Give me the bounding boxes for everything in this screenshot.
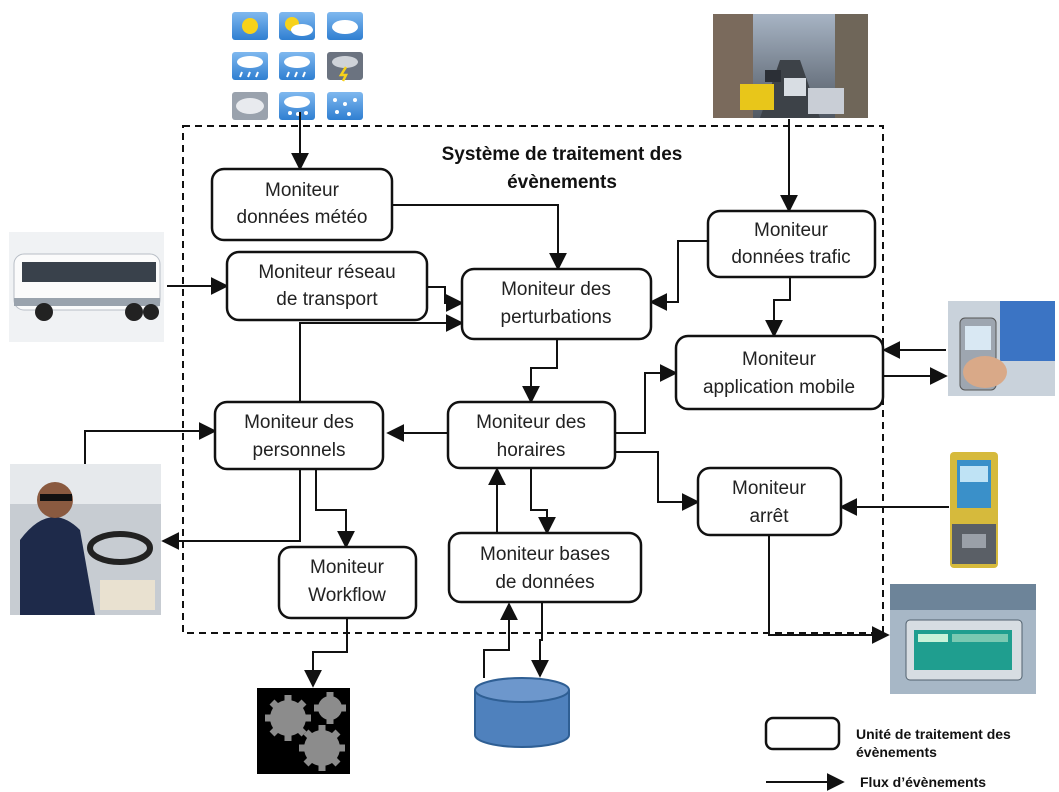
bus-photo	[9, 232, 164, 342]
box-reseau-transport: Moniteur réseau de transport	[225, 250, 429, 322]
box-mobile-line1: Moniteur	[742, 349, 817, 370]
box-personnels-line1: Moniteur des	[244, 412, 354, 433]
traffic-photo	[713, 14, 868, 118]
box-bases-line2: de données	[495, 572, 594, 593]
box-bases-donnees: Moniteur bases de données	[447, 531, 643, 604]
box-meteo-line1: Moniteur	[265, 180, 340, 201]
legend-unit-line2: évènements	[856, 744, 937, 760]
box-bases-line1: Moniteur bases	[480, 544, 610, 565]
box-perturbations-line1: Moniteur des	[501, 279, 611, 300]
box-arret: Moniteur arrêt	[696, 466, 843, 537]
box-perturbations: Moniteur des perturbations	[460, 267, 653, 341]
legend-flow-label: Flux d’évènements	[860, 774, 986, 790]
box-horaires-line2: horaires	[497, 440, 566, 461]
mobile-phone-photo	[948, 301, 1055, 396]
box-trafic-line1: Moniteur	[754, 220, 829, 241]
box-horaires-line1: Moniteur des	[476, 412, 586, 433]
event-flows	[84, 112, 949, 688]
box-horaires: Moniteur des horaires	[446, 400, 617, 470]
box-arret-line2: arrêt	[749, 506, 789, 527]
box-trafic: Moniteur données trafic	[706, 209, 877, 279]
box-reseau-line2: de transport	[276, 289, 378, 310]
weather-icons-image	[232, 12, 363, 120]
box-trafic-line2: données trafic	[731, 247, 850, 268]
box-workflow-line1: Moniteur	[310, 557, 385, 578]
box-workflow-line2: Workflow	[308, 585, 386, 606]
bus-driver-photo	[10, 464, 161, 615]
system-title-line1: Système de traitement des	[442, 144, 683, 165]
box-personnels-line2: personnels	[253, 440, 346, 461]
box-workflow: Moniteur Workflow	[277, 545, 418, 620]
box-personnels: Moniteur des personnels	[213, 400, 385, 471]
box-mobile-line2: application mobile	[703, 377, 855, 398]
box-application-mobile: Moniteur application mobile	[674, 334, 885, 411]
ticket-validator-photo	[950, 452, 998, 568]
legend-unit-line1: Unité de traitement des	[856, 726, 1011, 742]
box-meteo-line2: données météo	[237, 207, 368, 228]
system-title-line2: évènements	[507, 172, 617, 193]
database-cylinder	[474, 677, 570, 748]
box-arret-line1: Moniteur	[732, 478, 807, 499]
gears-picture	[257, 688, 350, 774]
box-perturbations-line2: perturbations	[501, 307, 612, 328]
legend-unit-swatch	[764, 716, 841, 751]
box-reseau-line1: Moniteur réseau	[258, 262, 395, 283]
legend: Unité de traitement des évènements Flux …	[764, 716, 1011, 791]
box-meteo: Moniteur données météo	[210, 167, 394, 242]
stop-display-photo	[890, 584, 1036, 694]
